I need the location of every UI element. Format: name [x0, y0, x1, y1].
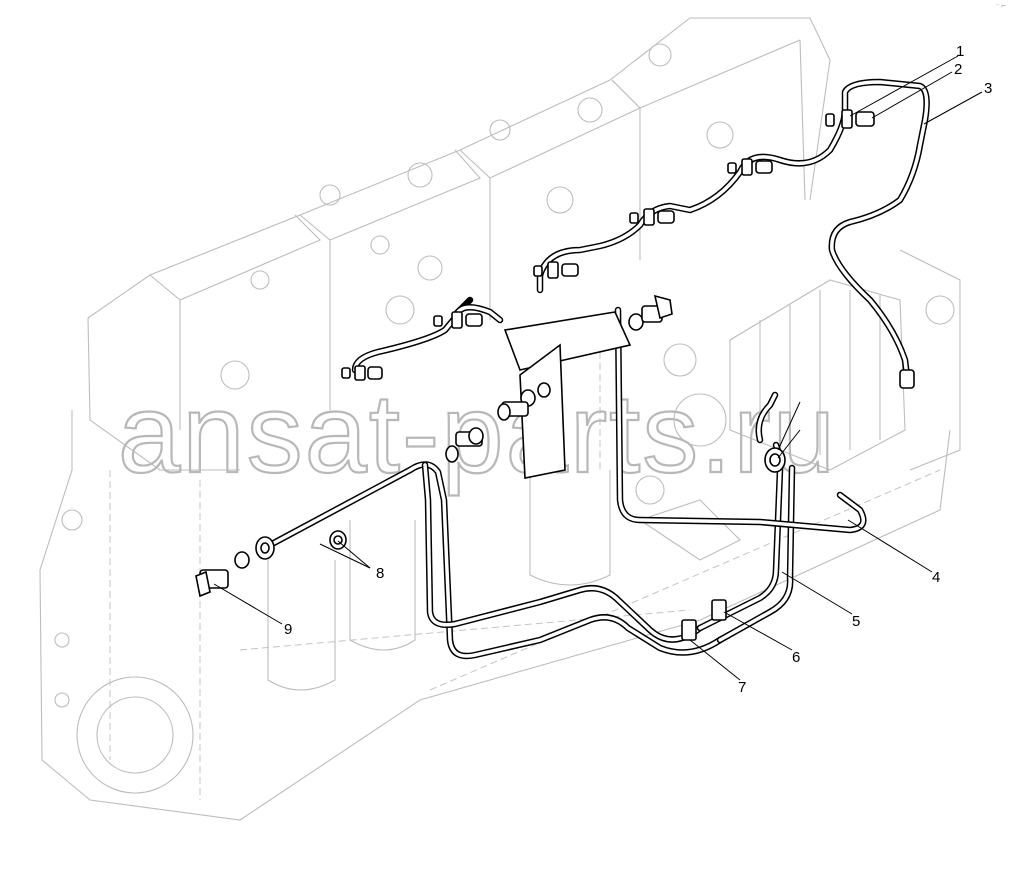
pipe-clamp — [681, 599, 727, 641]
banjo-bolt — [628, 294, 673, 331]
injector-fitting — [341, 365, 383, 381]
callout-7: 7 — [738, 679, 746, 696]
callout-8: 8 — [376, 565, 384, 582]
callout-labels: 1 2 3 4 5 6 7 8 9 — [284, 43, 992, 696]
injector-fitting — [433, 311, 483, 329]
fittings — [195, 109, 915, 641]
corner-mark: ⁻ ⌐ — [996, 3, 1006, 10]
callout-3: 3 — [984, 80, 992, 97]
engine-block-ghost — [39, 17, 961, 821]
callout-2: 2 — [954, 61, 962, 78]
leader-lines — [213, 55, 983, 681]
plug-bolt-9 — [195, 569, 229, 598]
callout-6: 6 — [792, 649, 800, 666]
injector-fitting — [533, 261, 579, 279]
banjo-fitting-right — [764, 447, 786, 473]
callout-4: 4 — [932, 569, 940, 586]
banjo-bolt — [445, 427, 484, 463]
injector-fitting — [629, 208, 675, 226]
banjo-fitting-left — [234, 530, 347, 569]
callout-5: 5 — [852, 613, 860, 630]
injector-fitting — [727, 158, 773, 176]
banjo-bolt — [497, 382, 551, 421]
callout-9: 9 — [284, 621, 292, 638]
injector-fitting — [825, 109, 875, 129]
callout-1: 1 — [956, 43, 964, 60]
